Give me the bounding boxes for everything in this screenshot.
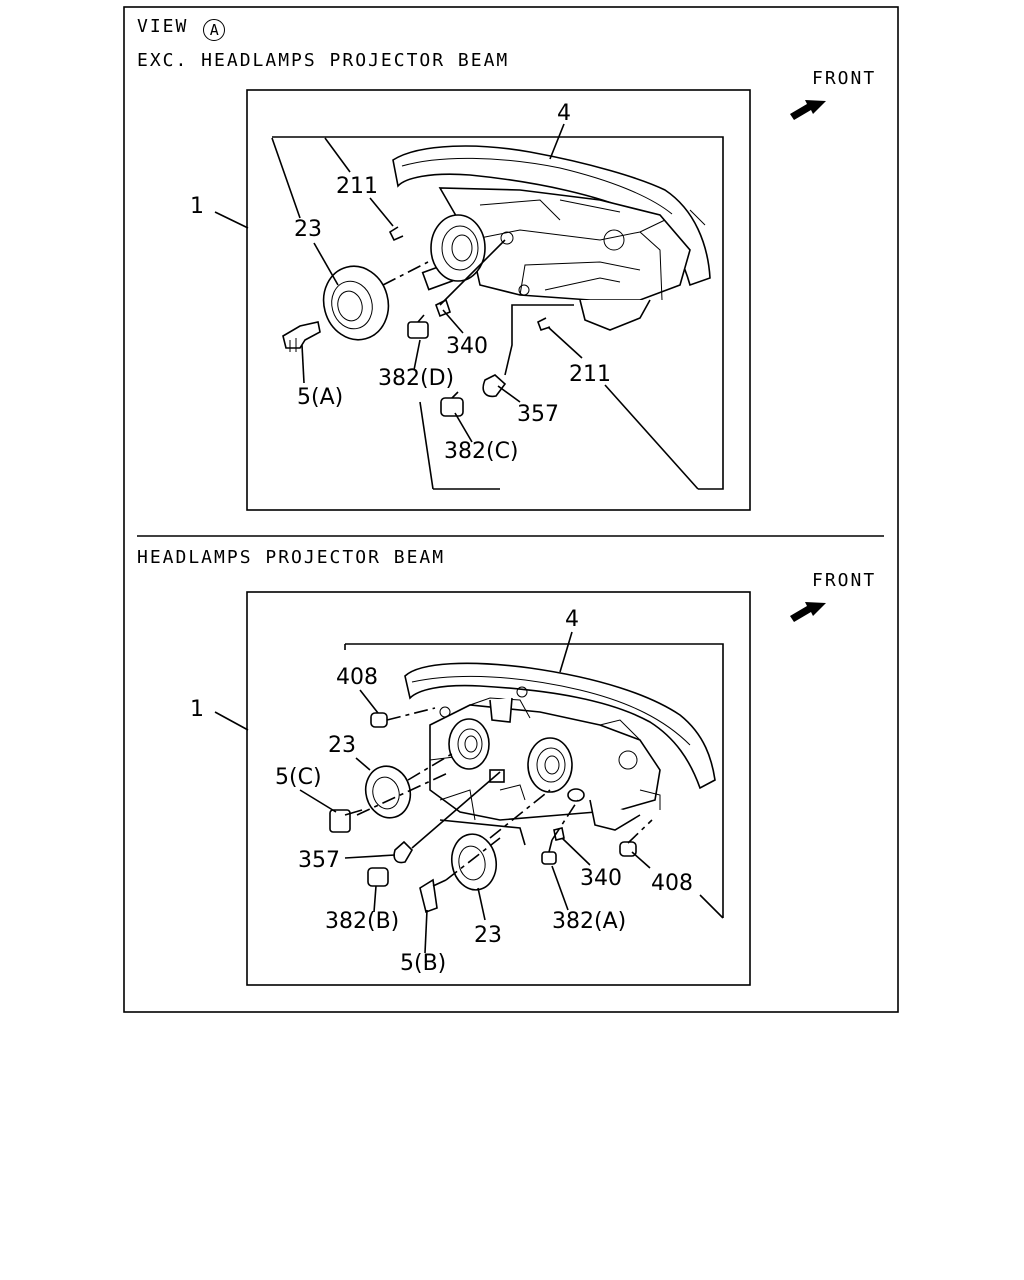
headlamp-housing-top — [392, 145, 711, 331]
part-23-dust-cover-left — [364, 765, 412, 819]
part-5c-bulb — [329, 809, 363, 833]
front-label: FRONT — [812, 68, 877, 89]
callout-label: 408 — [336, 665, 378, 690]
callout-label: 382(D) — [378, 366, 455, 391]
assembly-frame-inner — [272, 136, 724, 490]
panel-top-artwork — [214, 89, 826, 511]
callout-label: 23 — [294, 217, 322, 242]
outer-border — [123, 6, 899, 1013]
callout-label: 211 — [336, 174, 378, 199]
part-408-cap-upper — [370, 712, 388, 728]
front-arrow-icon — [790, 100, 826, 120]
front-arrow-icon — [790, 602, 826, 622]
part-5b-bulb — [419, 878, 447, 914]
part-5a-bulb — [282, 321, 321, 352]
part-357-bulb — [482, 374, 507, 398]
callout-label: 382(B) — [325, 909, 400, 934]
part-382c-socket — [440, 391, 464, 417]
front-label: FRONT — [812, 570, 877, 591]
view-letter-badge: A — [203, 19, 226, 41]
callout-label: 4 — [557, 101, 571, 126]
callout-label: 4 — [565, 607, 579, 632]
part-23-dust-cover — [322, 265, 390, 341]
callout-label: 23 — [328, 733, 356, 758]
part-357-bulb — [393, 840, 414, 864]
part-211-clip-lower — [536, 317, 551, 332]
assembly-frame-outer — [246, 89, 751, 511]
callout-label: 357 — [298, 848, 340, 873]
part-382a-socket — [541, 839, 557, 865]
panel-title: HEADLAMPS PROJECTOR BEAM — [137, 547, 446, 568]
part-382d-socket — [407, 314, 429, 339]
callout-label: 5(A) — [297, 385, 344, 410]
callout-label: 1 — [190, 697, 204, 722]
part-382b-socket — [367, 867, 389, 887]
part-23-dust-cover-right — [450, 833, 498, 891]
callout-label: 382(C) — [444, 439, 519, 464]
callout-label: 1 — [190, 194, 204, 219]
callout-label: 408 — [651, 871, 693, 896]
part-211-clip-upper — [388, 226, 404, 242]
callout-label: 340 — [446, 334, 488, 359]
view-heading: VIEW A — [137, 16, 226, 41]
callout-label: 23 — [474, 923, 502, 948]
panel-title: EXC. HEADLAMPS PROJECTOR BEAM — [137, 50, 510, 71]
callout-label: 5(C) — [275, 765, 322, 790]
callout-label: 5(B) — [400, 951, 447, 976]
panel-bottom-artwork — [214, 591, 826, 986]
leader-lines-top — [214, 123, 706, 490]
headlamp-housing-bottom — [404, 662, 716, 831]
assembly-frame-outer — [246, 591, 751, 986]
leader-lines-bottom — [214, 631, 724, 954]
callout-label: 211 — [569, 362, 611, 387]
callout-label: 340 — [580, 866, 622, 891]
callout-label: 382(A) — [552, 909, 627, 934]
callout-label: 357 — [517, 402, 559, 427]
assembly-frame-inner — [345, 643, 724, 918]
view-prefix: VIEW — [137, 16, 189, 37]
